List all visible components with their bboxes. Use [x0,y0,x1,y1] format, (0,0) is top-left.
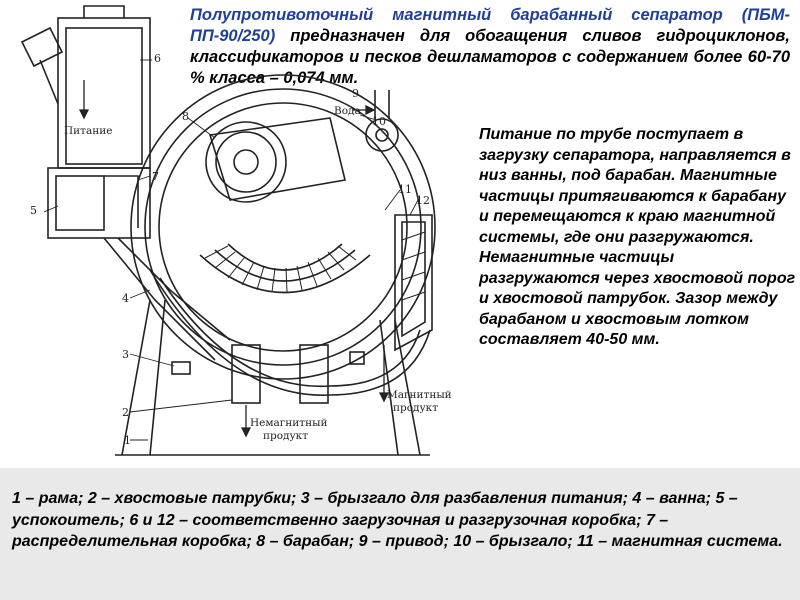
feed-pipe [20,26,64,68]
drive-pulley [205,121,287,203]
title-rest: предназначен для обогащения сливов гидро… [190,27,790,87]
dilution-sprinkler [171,361,191,375]
callout-4: 4 [122,292,129,305]
callout-7: 7 [152,170,159,183]
callout-5: 5 [30,204,37,217]
loading-box [57,17,151,169]
callout-10: 10 [372,115,386,128]
nonmagnetic-label-1: Немагнитный [250,417,327,429]
drum [144,88,422,366]
callout-3: 3 [122,348,129,361]
callout-8: 8 [182,110,189,123]
magnetic-label-2: продукт [393,402,438,414]
nonmagnetic-label-2: продукт [263,430,308,442]
callout-6: 6 [154,52,161,65]
drum-outer [130,74,436,380]
distribution-box [47,167,151,239]
slide-title: Полупротивоточный магнитный барабанный с… [190,5,790,89]
magnetic-arrow [378,392,390,403]
magnetic-system [199,254,371,294]
callout-9: 9 [352,87,359,100]
title-highlight: Полупротивоточный магнитный барабанный с… [190,6,790,45]
tail-pipe-left [231,344,261,404]
feed-arrow [78,109,90,120]
bath [149,269,431,396]
unloading-box [394,214,433,352]
callout-12: 12 [416,194,430,207]
water-arrow [365,104,376,116]
nonmagnetic-arrow [240,427,252,438]
tail-pipe-right [299,344,329,404]
separator-diagram: Питание Вода Немагнитный продукт Магнитн… [20,5,452,456]
sprinkler [365,118,399,152]
process-description: Питание по трубе поступает в загрузку се… [479,126,796,348]
callout-11: 11 [398,183,412,196]
callout-2: 2 [122,406,129,419]
magnetic-label-1: Магнитный [387,389,452,401]
callout-1: 1 [124,434,131,447]
legend-box: 1 – рама; 2 – хвостовые патрубки; 3 – бр… [0,468,800,600]
legend-text: 1 – рама; 2 – хвостовые патрубки; 3 – бр… [12,490,783,550]
feed-label: Питание [64,125,112,137]
frame [121,299,166,456]
calmer [55,175,105,231]
water-label: Вода [334,105,361,117]
